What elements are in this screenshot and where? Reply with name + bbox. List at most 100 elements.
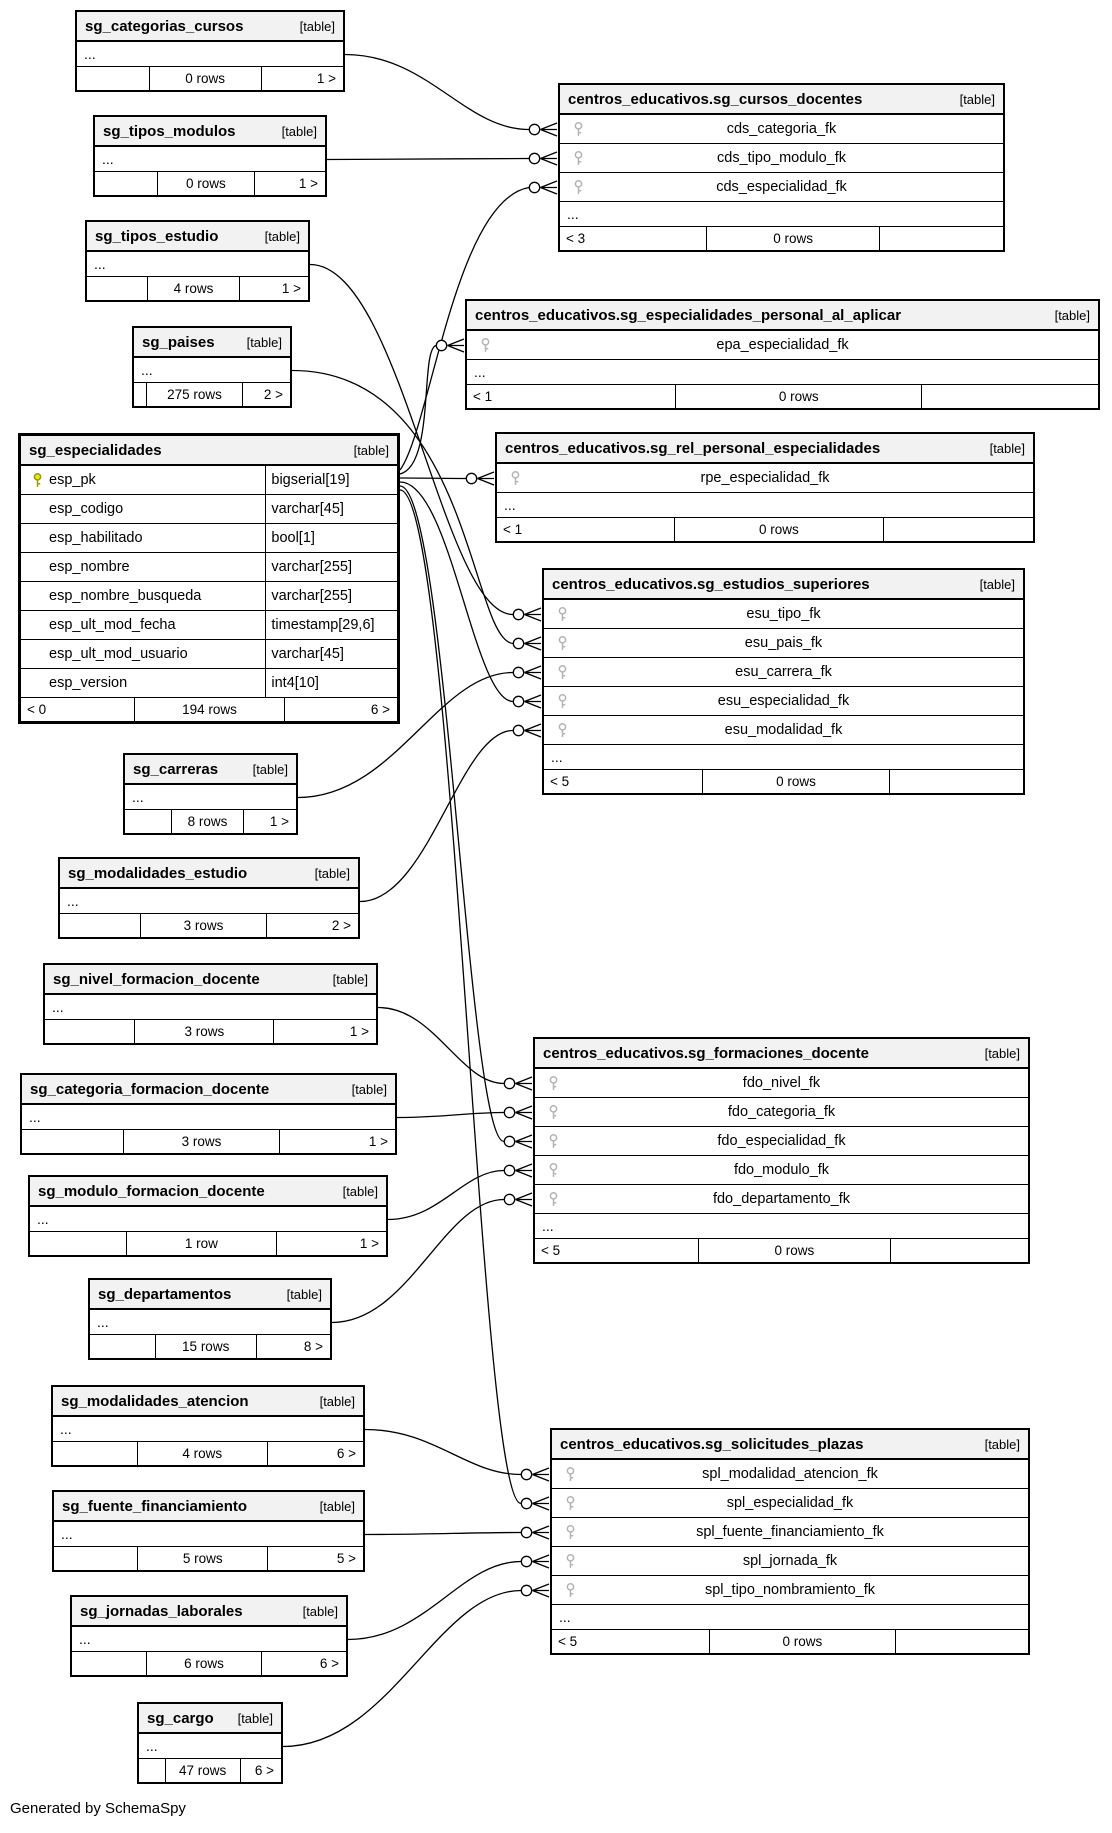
table-sg_solicitudes_plazas[interactable]: centros_educativos.sg_solicitudes_plazas… xyxy=(550,1428,1030,1655)
crowfoot-many-icon xyxy=(540,180,558,195)
table-type-tag: [table] xyxy=(1054,307,1090,323)
fk-column-name: spl_especialidad_fk xyxy=(726,1495,854,1511)
table-sg_estudios_superiores[interactable]: centros_educativos.sg_estudios_superiore… xyxy=(542,568,1025,795)
foreign-key-icon xyxy=(566,1466,574,1481)
fk-column-name: spl_fuente_financiamiento_fk xyxy=(696,1524,884,1540)
table-title[interactable]: centros_educativos.sg_cursos_docentes xyxy=(568,90,863,108)
foreign-key-icon xyxy=(549,1104,557,1119)
zero-cardinality-circle-icon xyxy=(503,1164,516,1177)
fk-column-row-fdo_departamento_fk: fdo_departamento_fk xyxy=(535,1185,1028,1214)
table-title[interactable]: centros_educativos.sg_rel_personal_espec… xyxy=(505,439,881,457)
table-title[interactable]: sg_modalidades_atencion xyxy=(61,1392,249,1410)
table-sg_categoria_formacion_docente[interactable]: sg_categoria_formacion_docente[table]...… xyxy=(20,1073,397,1155)
table-sg_nivel_formacion_docente[interactable]: sg_nivel_formacion_docente[table]...3 ro… xyxy=(43,963,378,1045)
table-title[interactable]: sg_departamentos xyxy=(98,1285,232,1303)
table-title[interactable]: centros_educativos.sg_especialidades_per… xyxy=(475,306,902,324)
table-header: sg_carreras[table] xyxy=(125,755,296,785)
table-title[interactable]: centros_educativos.sg_solicitudes_plazas xyxy=(560,1435,864,1453)
column-name-cell: esp_nombre_busqueda xyxy=(21,582,265,610)
table-title[interactable]: sg_carreras xyxy=(133,760,219,778)
table-title[interactable]: sg_tipos_estudio xyxy=(95,227,219,245)
crowfoot-many-icon xyxy=(532,1583,550,1598)
ellipsis-text: ... xyxy=(102,151,114,167)
table-sg_modulo_formacion_docente[interactable]: sg_modulo_formacion_docente[table]...1 r… xyxy=(28,1175,388,1257)
footer-rows-count: 0 rows xyxy=(697,1239,890,1262)
table-sg_rel_personal_especialidades[interactable]: centros_educativos.sg_rel_personal_espec… xyxy=(495,432,1035,543)
table-title[interactable]: sg_modulo_formacion_docente xyxy=(38,1182,265,1200)
ellipsis-text: ... xyxy=(67,893,79,909)
more-columns-ellipsis: ... xyxy=(125,785,296,810)
table-sg_cursos_docentes[interactable]: centros_educativos.sg_cursos_docentes[ta… xyxy=(558,83,1005,252)
footer-parents-count xyxy=(72,1652,146,1675)
more-columns-ellipsis: ... xyxy=(45,995,376,1020)
more-columns-ellipsis: ... xyxy=(60,889,358,914)
table-title[interactable]: sg_modalidades_estudio xyxy=(68,864,248,882)
footer-parents-count xyxy=(125,810,171,833)
foreign-key-icon xyxy=(566,1582,574,1597)
column-type: varchar[255] xyxy=(265,553,397,581)
fk-column-name: esu_pais_fk xyxy=(744,635,823,651)
table-title[interactable]: sg_paises xyxy=(142,333,215,351)
fk-column-name: spl_tipo_nombramiento_fk xyxy=(704,1582,876,1598)
column-name: esp_pk xyxy=(49,472,96,488)
footer-rows-count: 1 row xyxy=(126,1232,276,1255)
ellipsis-text: ... xyxy=(61,1526,73,1542)
zero-cardinality-circle-icon xyxy=(503,1135,516,1148)
footer-rows-count: 0 rows xyxy=(702,770,889,793)
table-title[interactable]: sg_jornadas_laborales xyxy=(80,1602,243,1620)
more-columns-ellipsis: ... xyxy=(72,1627,346,1652)
fk-column-row-esu_carrera_fk: esu_carrera_fk xyxy=(544,658,1023,687)
table-title[interactable]: sg_cargo xyxy=(147,1709,214,1727)
zero-cardinality-circle-icon xyxy=(503,1077,516,1090)
foreign-key-icon xyxy=(558,606,566,621)
table-type-tag: [table] xyxy=(319,1393,355,1409)
zero-cardinality-circle-icon xyxy=(520,1584,533,1597)
column-type: timestamp[29,6] xyxy=(265,611,397,639)
table-title[interactable]: centros_educativos.sg_estudios_superiore… xyxy=(552,575,870,593)
fk-column-name: epa_especialidad_fk xyxy=(716,337,849,353)
table-header: sg_fuente_financiamiento[table] xyxy=(54,1492,363,1522)
footer-children-count: 6 > xyxy=(261,1652,346,1675)
table-title[interactable]: sg_fuente_financiamiento xyxy=(62,1497,248,1515)
footer-parents-count: < 1 xyxy=(473,389,493,404)
fk-column-row-spl_fuente_financiamiento_fk: spl_fuente_financiamiento_fk xyxy=(552,1518,1028,1547)
fk-column-row-fdo_modulo_fk: fdo_modulo_fk xyxy=(535,1156,1028,1185)
table-title[interactable]: sg_nivel_formacion_docente xyxy=(53,970,260,988)
table-title[interactable]: sg_categoria_formacion_docente xyxy=(30,1080,270,1098)
table-sg_fuente_financiamiento[interactable]: sg_fuente_financiamiento[table]...5 rows… xyxy=(52,1490,365,1572)
table-header: sg_categorias_cursos[table] xyxy=(77,12,343,42)
table-title[interactable]: centros_educativos.sg_formaciones_docent… xyxy=(543,1044,869,1062)
fk-column-row-epa_especialidad_fk: epa_especialidad_fk xyxy=(467,331,1098,360)
table-title[interactable]: sg_categorias_cursos xyxy=(85,17,244,35)
table-sg_especialidades_personal_al_aplicar[interactable]: centros_educativos.sg_especialidades_per… xyxy=(465,299,1100,410)
zero-cardinality-circle-icon xyxy=(520,1526,533,1539)
table-title[interactable]: sg_especialidades xyxy=(29,441,162,459)
fk-column-row-spl_jornada_fk: spl_jornada_fk xyxy=(552,1547,1028,1576)
table-type-tag: [table] xyxy=(351,1081,387,1097)
column-name-cell: esp_ult_mod_usuario xyxy=(21,640,265,668)
table-sg_formaciones_docente[interactable]: centros_educativos.sg_formaciones_docent… xyxy=(533,1037,1030,1264)
crowfoot-many-icon xyxy=(532,1467,550,1482)
table-header: sg_departamentos[table] xyxy=(90,1280,330,1310)
table-title[interactable]: sg_tipos_modulos xyxy=(103,122,236,140)
